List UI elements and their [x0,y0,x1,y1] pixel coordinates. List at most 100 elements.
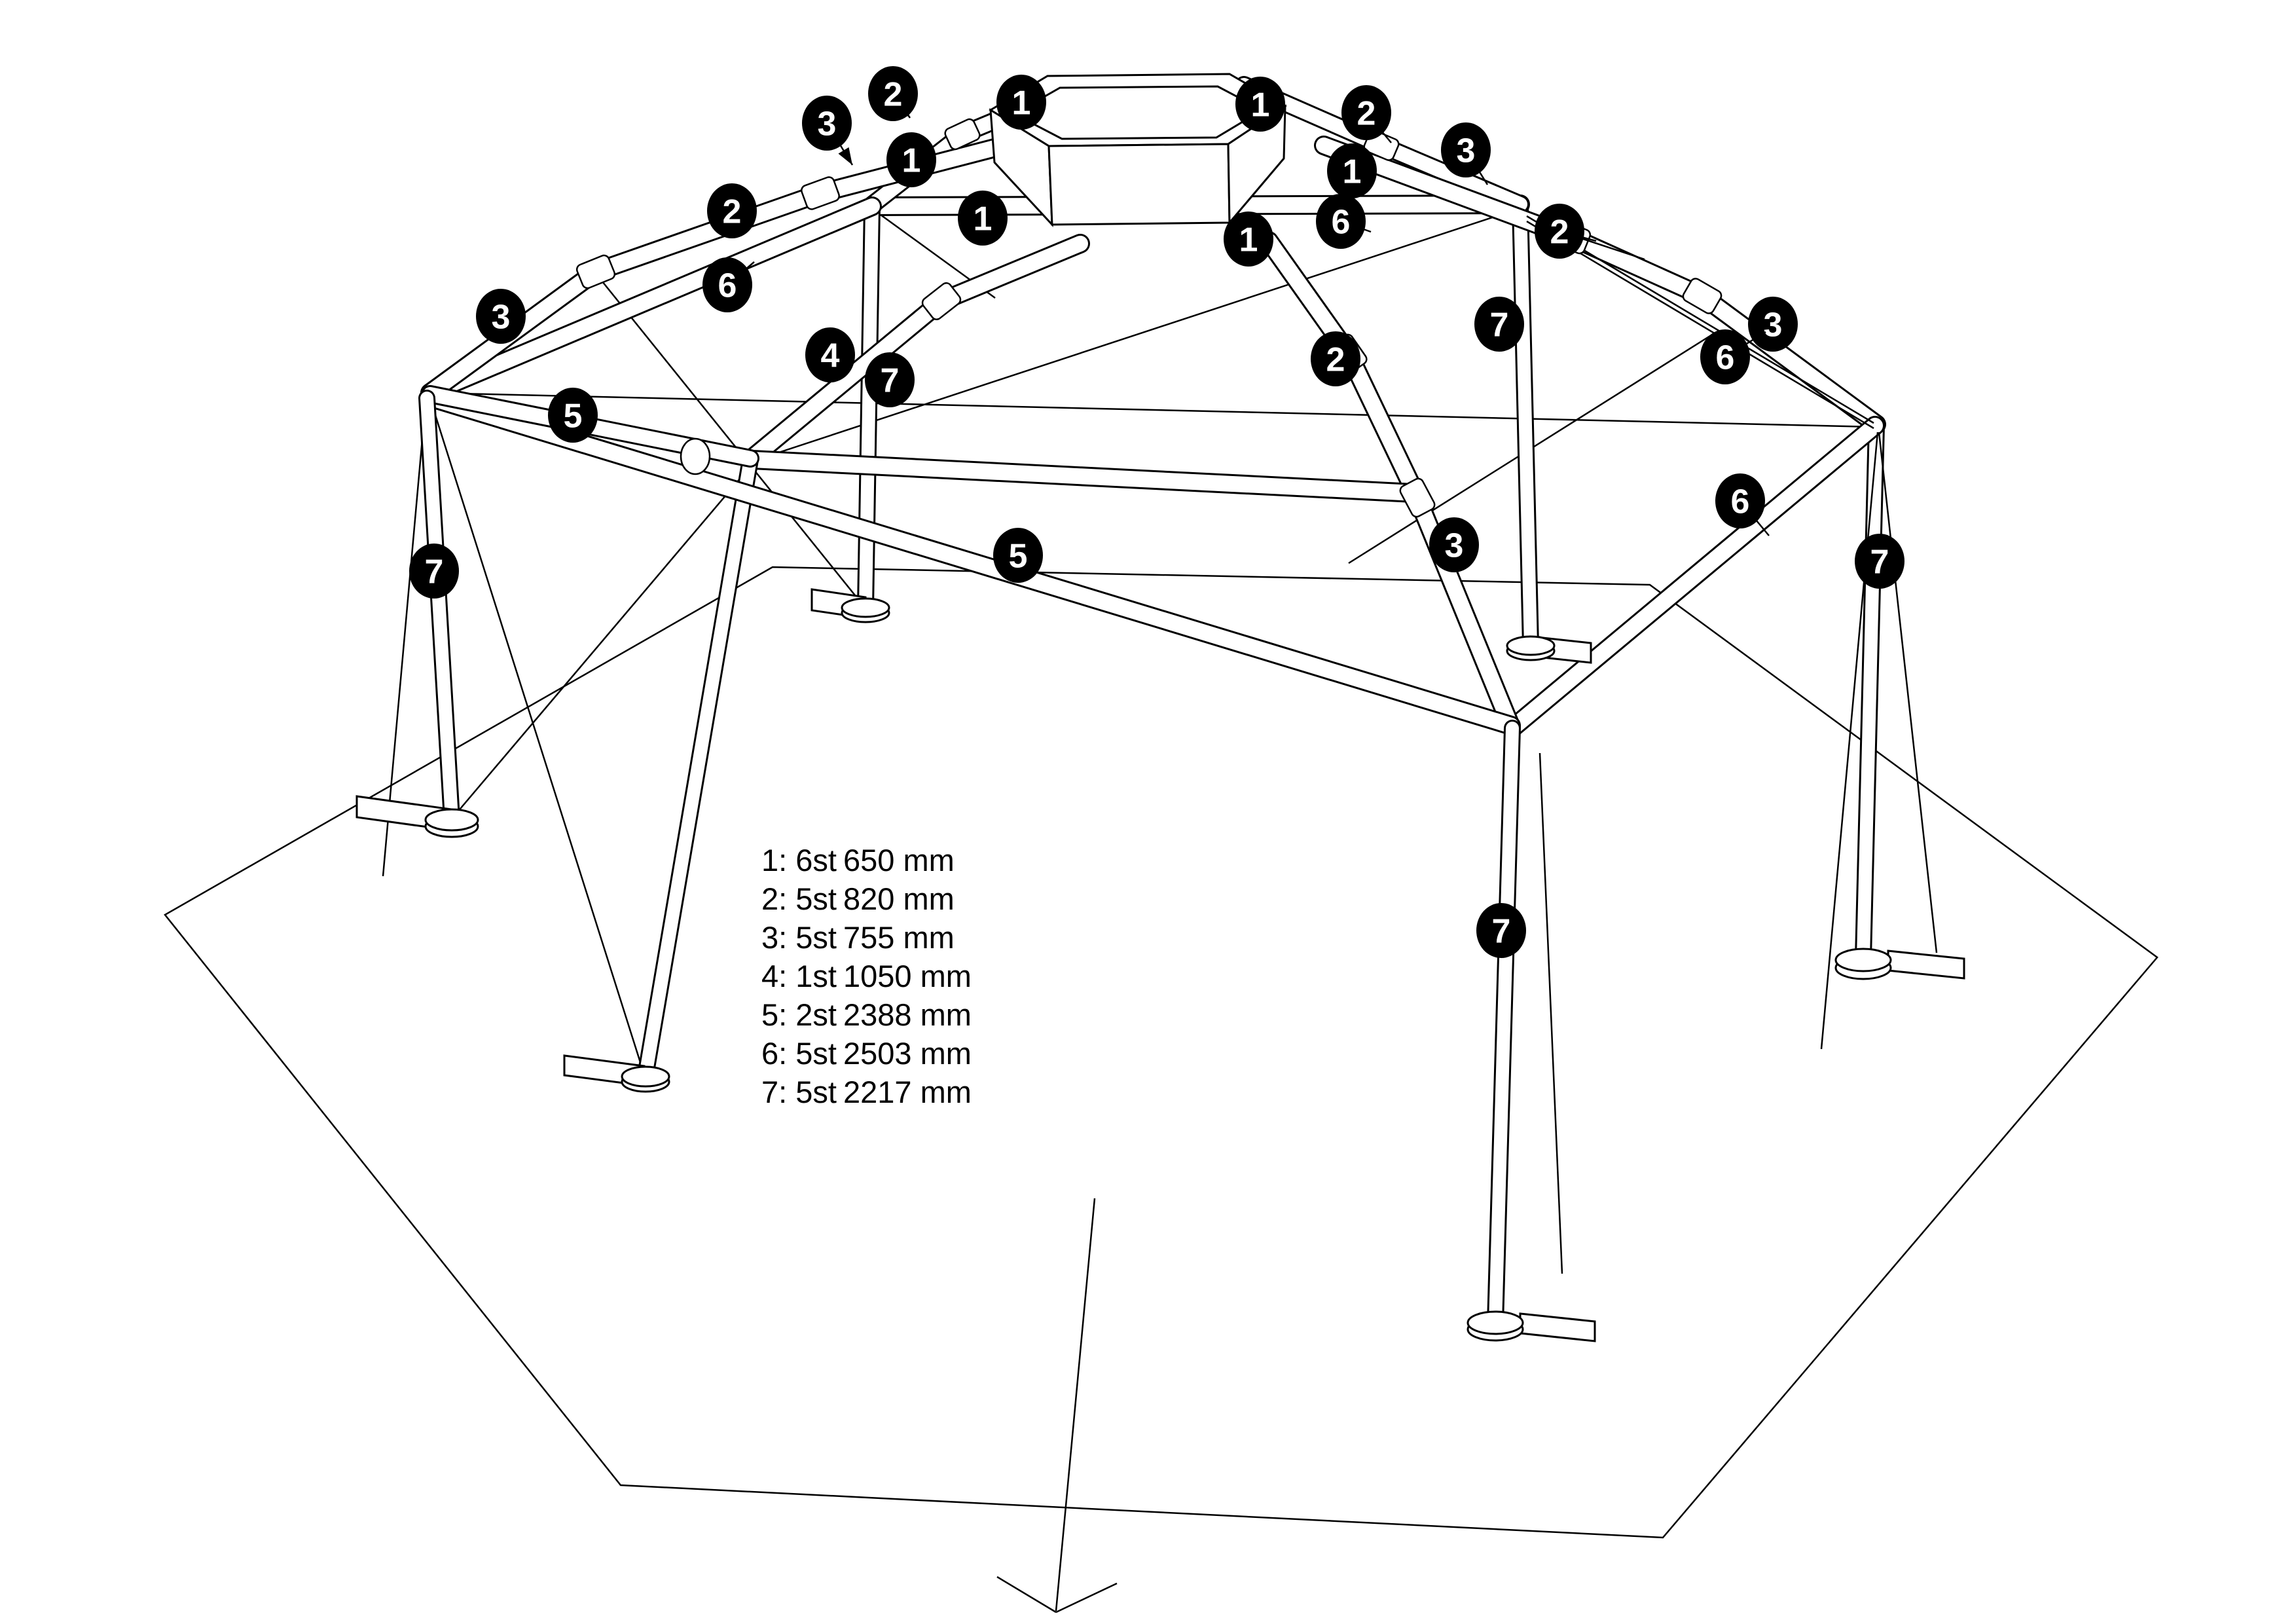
balloon-ellipse [993,528,1043,583]
eave-beam-r-fr-fill [1504,418,1883,736]
balloon-ellipse [802,96,852,151]
balloon-ellipse [886,132,936,187]
balloon-ellipse [702,257,752,312]
legend-part-qty: 1: 6st [761,843,837,877]
part-balloon-3: 3 [802,96,854,166]
part-balloon-7: 7 [409,544,459,599]
balloon-ellipse [868,66,918,121]
balloon-number: 7 [1870,544,1889,581]
part-balloon-2: 2 [1535,204,1645,261]
balloon-number: 3 [492,299,511,337]
ground-hexagon-outline [164,566,2159,1539]
balloon-ellipse [1311,331,1360,386]
part-balloon-2: 2 [1311,331,1360,386]
leg-back-right-fill [1514,200,1537,652]
balloon-number: 2 [1326,341,1345,379]
balloon-ellipse [707,183,757,238]
balloon-number: 7 [425,553,444,591]
legend-part-length: 2217 mm [843,1075,972,1109]
part-balloon-6: 6 [1700,329,1766,384]
balloon-number: 3 [1457,132,1476,170]
balloon-number: 4 [821,337,840,375]
tube-couplings [575,118,1722,518]
legend-part-qty: 4: 1st [761,959,837,993]
balloon-number: 7 [1490,306,1509,344]
part-balloon-1: 1 [958,191,1008,246]
legend-part-length: 2388 mm [843,997,972,1032]
part-balloon-1: 1 [1235,77,1285,132]
legend-part-qty: 3: 5st [761,920,837,955]
balloon-ellipse [1327,143,1377,198]
balloon-ellipse [805,327,855,382]
balloon-number: 6 [1332,204,1351,242]
leg-front-right-fill [1489,722,1519,1329]
part-balloon-1: 1 [886,132,936,187]
balloon-number: 1 [974,200,993,238]
part-balloon-2: 2 [1341,85,1392,143]
balloon-number: 6 [1731,483,1750,521]
balloon-ellipse [1441,122,1491,177]
balloon-number: 7 [1492,913,1511,951]
part-balloon-6: 6 [1715,473,1770,536]
balloon-ellipse [1855,534,1904,589]
balloon-ellipse [409,544,459,599]
balloon-ellipse [1748,297,1798,352]
balloon-ellipse [1476,903,1526,958]
balloon-number: 3 [1445,527,1464,565]
part-balloon-7: 7 [1474,297,1524,352]
legend-part-length: 650 mm [843,843,955,877]
balloon-ellipse [1715,473,1765,528]
balloon-ellipse [1700,329,1750,384]
hub-hexagon-box [989,73,1287,228]
balloon-leader-arrowhead [838,147,852,165]
balloon-number: 5 [1009,538,1028,576]
frame-tubes-front [418,231,1885,1331]
legend-part-qty: 6: 5st [761,1036,837,1071]
balloon-ellipse [865,352,915,407]
part-balloon-1: 1 [1224,212,1273,267]
eave-beam-l-bl-fill [422,198,880,401]
part-balloon-4: 4 [805,327,855,382]
balloon-number: 1 [1012,84,1031,122]
legend-part-length: 820 mm [843,881,955,916]
balloon-number: 3 [818,105,837,143]
balloon-number: 2 [1550,213,1569,251]
tie-beam-5b-fill [745,452,1422,501]
balloon-ellipse [1429,517,1479,572]
part-balloon-6: 6 [702,257,755,312]
legend-part-qty: 7: 5st [761,1075,837,1109]
part-balloon-3: 3 [1441,122,1491,185]
balloon-ellipse [1224,212,1273,267]
balloon-ellipse [1341,85,1391,140]
balloon-number: 1 [1251,86,1270,124]
balloon-number: 2 [723,193,742,231]
balloon-ellipse [1316,194,1366,249]
part-balloon-5: 5 [993,528,1043,583]
balloon-number: 5 [564,397,583,435]
legend-part-length: 2503 mm [843,1036,972,1071]
balloon-ellipse [958,191,1008,246]
roof-edge-hub-r [1314,136,1886,434]
balloon-number: 1 [902,142,921,180]
part-balloon-2: 2 [707,183,757,238]
legend-part-length: 1050 mm [843,959,972,993]
part-balloon-3: 3 [476,289,526,344]
leg-right-fill [1857,419,1883,964]
roof-edge-hub-r-fill [1316,138,1884,432]
balloon-number: 1 [1239,221,1258,259]
legend-part-qty: 5: 2st [761,997,837,1032]
guy-wires-back [382,207,1876,1073]
leg-front-left-fill [639,453,757,1082]
legend-part-qty: 2: 5st [761,881,837,916]
part-balloon-7: 7 [1476,903,1526,958]
balloon-number: 6 [1716,339,1735,377]
balloon-number: 3 [1764,306,1783,344]
part-balloon-3: 3 [1429,517,1479,572]
balloon-ellipse [1235,77,1285,132]
